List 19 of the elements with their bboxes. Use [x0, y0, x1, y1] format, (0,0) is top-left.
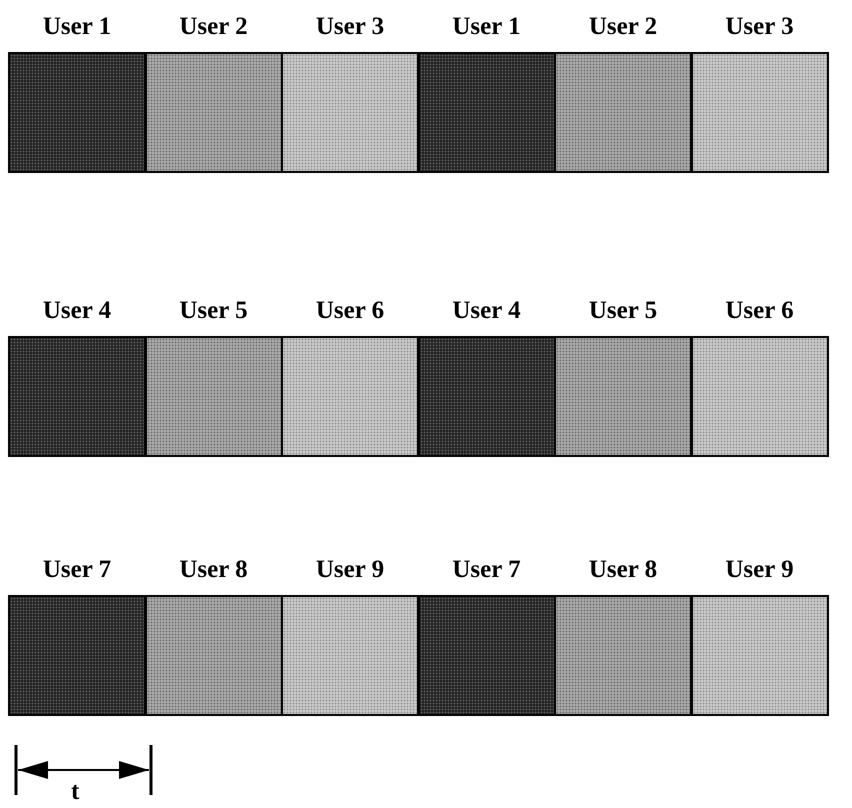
slot-label: User 5: [588, 296, 658, 326]
slot-label: User 8: [178, 555, 249, 585]
slot-label: User 8: [588, 555, 658, 585]
slot-label: User 6: [724, 296, 795, 326]
slot-label: User 3: [724, 12, 795, 42]
slot-label: User 9: [314, 555, 386, 585]
slot-label: User 6: [314, 296, 386, 326]
slot-label: User 5: [178, 296, 249, 326]
slot-label: User 4: [451, 296, 522, 326]
slot-label: User 9: [724, 555, 795, 585]
dimension-label: t: [71, 778, 80, 806]
slot-label: User 1: [451, 12, 522, 42]
slot-label: User 7: [451, 555, 522, 585]
slot-label: User 1: [42, 12, 112, 42]
slot-label: User 4: [42, 296, 112, 326]
slot-label: User 2: [178, 12, 249, 42]
slot-label: User 3: [314, 12, 386, 42]
slot-label: User 7: [42, 555, 112, 585]
slot-label: User 2: [588, 12, 658, 42]
